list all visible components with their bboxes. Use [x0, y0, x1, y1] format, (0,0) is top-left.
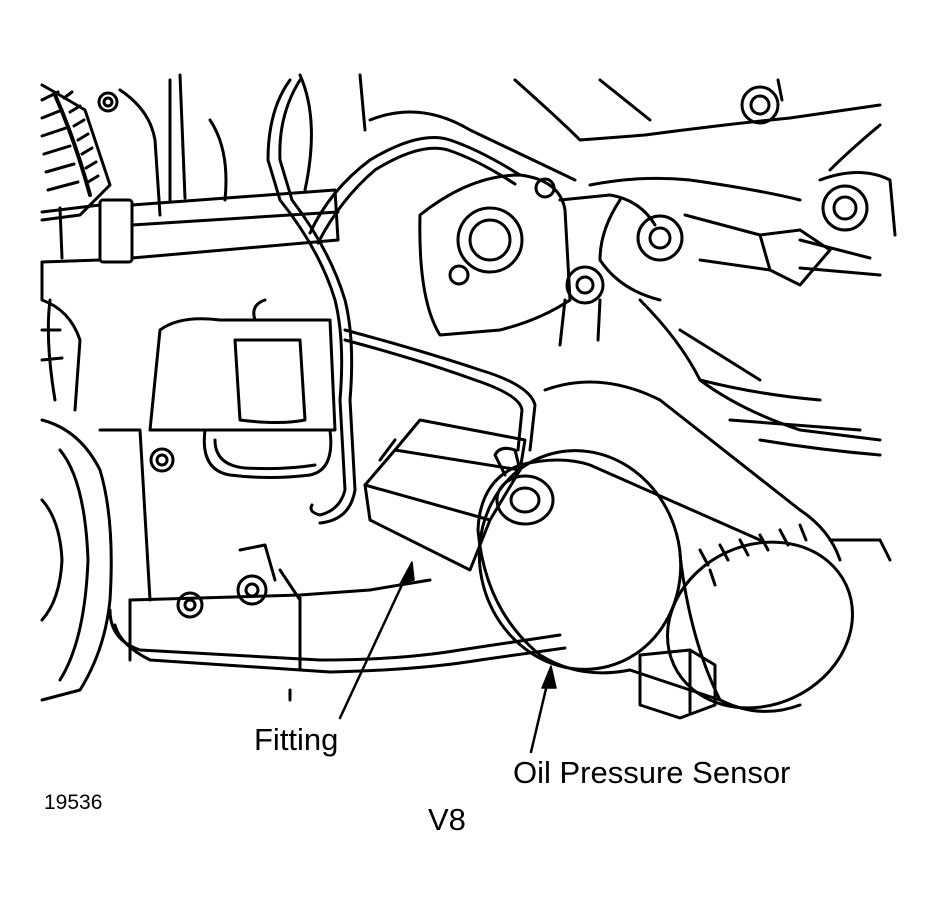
oil-pressure-sensor-label: Oil Pressure Sensor: [513, 755, 791, 790]
oil-pan: [40, 418, 567, 702]
engine-type-label: V8: [428, 802, 466, 837]
front-cover: [40, 73, 340, 412]
timing-gear: [40, 83, 162, 222]
fitting-label: Fitting: [254, 722, 339, 757]
intake-manifold: [513, 78, 897, 457]
fitting-leader-arrow[interactable]: [338, 561, 415, 720]
tube-line: [266, 78, 537, 525]
sensor-leader-arrow[interactable]: [529, 665, 557, 754]
fitting: [363, 418, 527, 572]
thermostat-housing: [358, 73, 657, 337]
pump-housing: [148, 298, 337, 479]
oil-pressure-sensor: [476, 380, 892, 720]
figure-number: 19536: [44, 791, 103, 814]
